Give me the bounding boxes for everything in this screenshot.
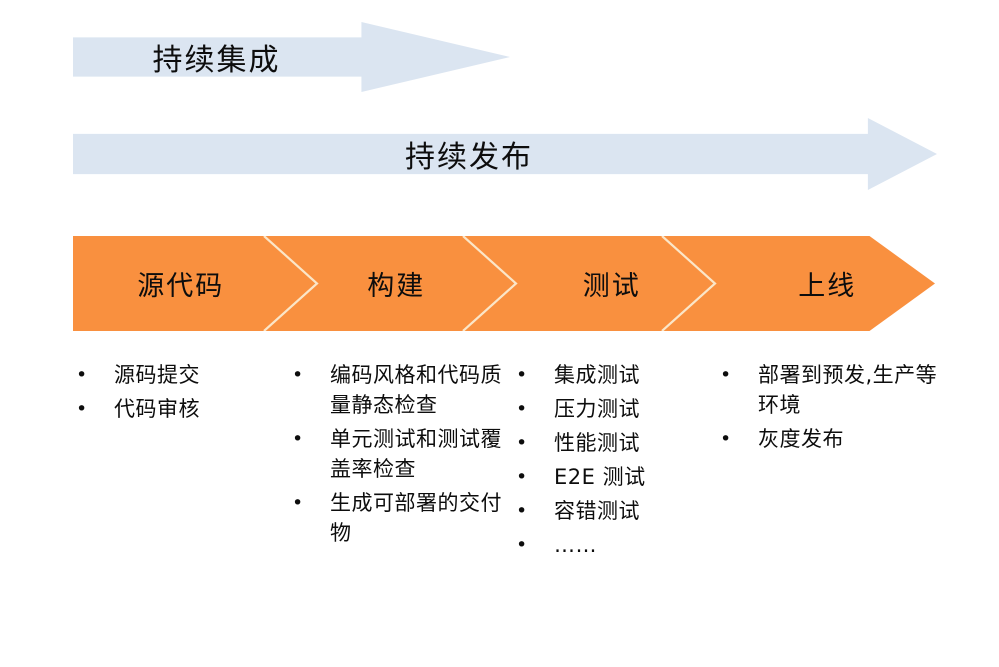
stage-details: • 源码提交 • 代码审核 • 编码风格和代码质量静态检查 • 单元测试和测试覆… — [73, 360, 937, 564]
list-item: • 代码审核 — [73, 394, 285, 424]
stage-source-code[interactable]: 源代码 — [73, 236, 289, 331]
bullet-icon: • — [76, 364, 88, 386]
stage-label: 上线 — [798, 271, 857, 302]
bullet-icon: • — [516, 500, 528, 522]
list-item-label: 编码风格和代码质量静态检查 — [330, 363, 502, 417]
stage-test[interactable]: 测试 — [504, 236, 720, 331]
list-item: • 源码提交 — [73, 360, 285, 390]
bullet-icon: • — [292, 364, 304, 386]
continuous-delivery-label: 持续发布 — [405, 140, 533, 175]
bullet-icon: • — [720, 364, 732, 386]
stage-label: 源代码 — [137, 271, 225, 302]
list-item: • 性能测试 — [513, 428, 713, 458]
pipeline-stage-bar: 源代码 构建 测试 上线 — [73, 236, 935, 331]
right-arrow-icon — [73, 22, 510, 92]
bullet-icon: • — [516, 534, 528, 556]
list-item: • 压力测试 — [513, 394, 713, 424]
list-item: • 单元测试和测试覆盖率检查 — [289, 424, 509, 484]
bullet-icon: • — [516, 364, 528, 386]
bullet-icon: • — [76, 398, 88, 420]
detail-column-build: • 编码风格和代码质量静态检查 • 单元测试和测试覆盖率检查 • 生成可部署的交… — [289, 360, 513, 564]
stage-build[interactable]: 构建 — [289, 236, 505, 331]
bullet-icon: • — [292, 492, 304, 514]
pipeline-arrow-shape — [73, 236, 935, 331]
list-item-label: 性能测试 — [554, 431, 640, 455]
stage-release[interactable]: 上线 — [720, 236, 936, 331]
bullet-icon: • — [720, 428, 732, 450]
list-item-label: 压力测试 — [554, 397, 640, 421]
continuous-integration-label: 持续集成 — [152, 43, 281, 78]
list-item: • 部署到预发,生产等环境 — [717, 360, 942, 420]
stage-label: 测试 — [582, 271, 641, 302]
list-item-label: 集成测试 — [554, 363, 640, 387]
list-item-label: 代码审核 — [114, 397, 200, 421]
list-item-label: 部署到预发,生产等环境 — [758, 363, 938, 417]
detail-column-source-code: • 源码提交 • 代码审核 — [73, 360, 289, 564]
list-item: • 容错测试 — [513, 496, 713, 526]
bullet-icon: • — [516, 398, 528, 420]
list-item-label: 生成可部署的交付物 — [330, 491, 502, 545]
list-item: • 编码风格和代码质量静态检查 — [289, 360, 509, 420]
chevron-dividers — [73, 236, 935, 331]
detail-column-release: • 部署到预发,生产等环境 • 灰度发布 — [717, 360, 946, 564]
continuous-delivery-arrow: 持续发布 — [73, 118, 937, 190]
bullet-icon: • — [292, 428, 304, 450]
list-item-label: …… — [554, 533, 597, 557]
list-item: • …… — [513, 530, 713, 560]
continuous-integration-arrow: 持续集成 — [73, 22, 510, 92]
list-item-label: E2E 测试 — [554, 465, 646, 489]
list-item: • 灰度发布 — [717, 424, 942, 454]
list-item-label: 灰度发布 — [758, 427, 844, 451]
stage-label: 构建 — [367, 271, 426, 302]
bullet-icon: • — [516, 432, 528, 454]
bullet-icon: • — [516, 466, 528, 488]
list-item-label: 单元测试和测试覆盖率检查 — [330, 427, 502, 481]
list-item-label: 容错测试 — [554, 499, 640, 523]
list-item-label: 源码提交 — [114, 363, 200, 387]
detail-column-test: • 集成测试 • 压力测试 • 性能测试 • E2E 测试 • 容错测试 • …… — [513, 360, 717, 564]
list-item: • E2E 测试 — [513, 462, 713, 492]
list-item: • 集成测试 — [513, 360, 713, 390]
list-item: • 生成可部署的交付物 — [289, 488, 509, 548]
